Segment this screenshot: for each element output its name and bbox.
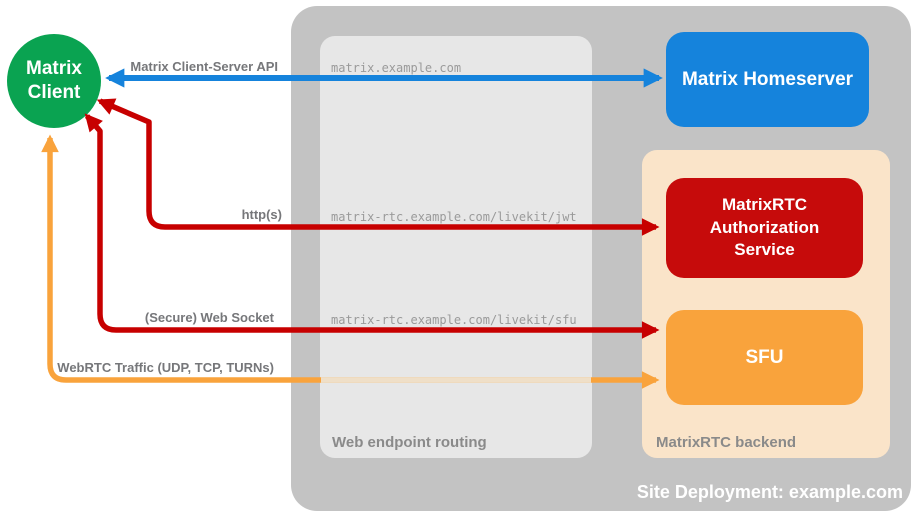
sfu-endpoint-url: matrix-rtc.example.com/livekit/sfu <box>331 313 577 327</box>
auth-service-node: MatrixRTC Authorization Service <box>666 178 863 278</box>
matrix-homeserver-label: Matrix Homeserver <box>681 68 854 90</box>
web-socket-label: (Secure) Web Socket <box>144 310 274 325</box>
site-deployment-label: Site Deployment: example.com <box>636 482 903 502</box>
web-endpoint-routing-label: Web endpoint routing <box>332 434 487 451</box>
jwt-endpoint-url: matrix-rtc.example.com/livekit/jwt <box>331 210 577 224</box>
auth-service-label: MatrixRTC Authorization Service <box>709 194 820 260</box>
matrix-client-label: Matrix Client <box>26 58 82 103</box>
homeserver-endpoint-url: matrix.example.com <box>331 61 462 75</box>
sfu-node: SFU <box>666 310 863 405</box>
webrtc-traffic-label: WebRTC Traffic (UDP, TCP, TURNs) <box>57 360 274 375</box>
client-server-api-label: Matrix Client-Server API <box>130 59 278 74</box>
matrix-homeserver-node: Matrix Homeserver <box>666 32 869 127</box>
matrix-client-node: Matrix Client <box>7 34 101 128</box>
web-endpoint-routing-container <box>320 36 592 458</box>
sfu-label: SFU <box>745 346 784 368</box>
matrixrtc-backend-label: MatrixRTC backend <box>656 434 797 451</box>
https-label: http(s) <box>241 207 282 222</box>
